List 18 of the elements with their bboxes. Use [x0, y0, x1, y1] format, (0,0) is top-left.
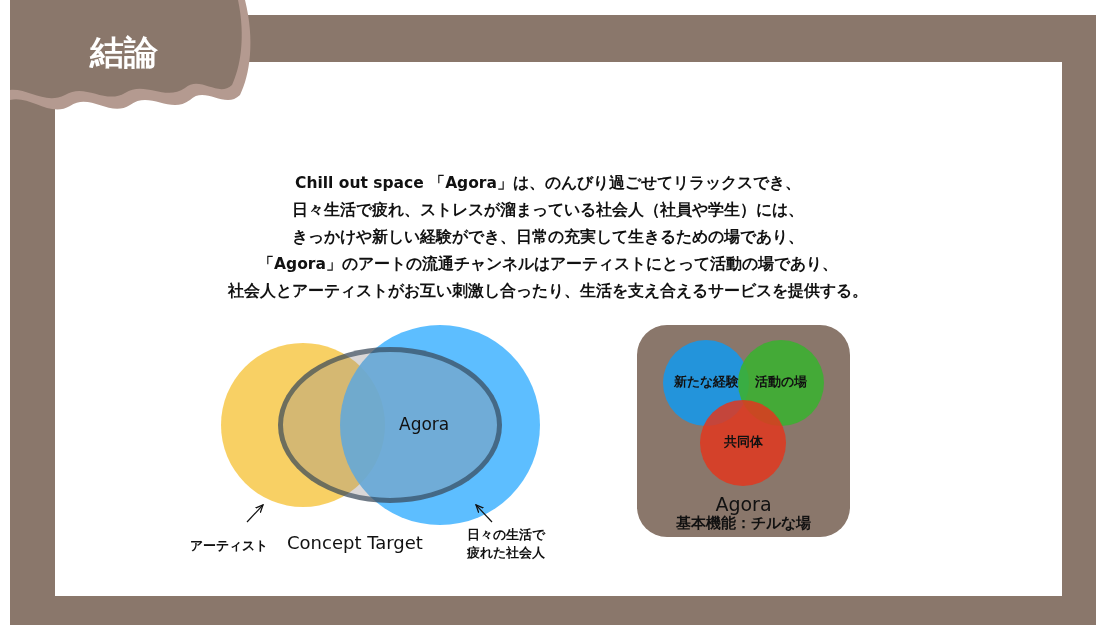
text-line: 日々生活で疲れ、ストレスが溜まっている社会人（社員や学生）には、: [291, 200, 805, 221]
text-line: きっかけや新しい経験ができ、日常の充実して生きるための場であり、: [291, 227, 805, 248]
panel-title: Agora: [714, 493, 773, 515]
leader-arrow: [475, 504, 493, 523]
venn-label: アーティスト: [188, 537, 270, 555]
text-line: Chill out space 「Agora」は、のんびり過ごせてリラックスでき、: [294, 173, 802, 194]
text-line: 「Agora」のアートの流通チャンネルはアーティストにとって活動の場であり、: [257, 254, 839, 275]
text-line: 社会人とアーティストがお互い刺激し合ったり、生活を支え合えるサービスを提供する。: [227, 281, 869, 302]
circle-label: 新たな経験: [672, 374, 740, 391]
circle-label: 共同体: [722, 434, 764, 451]
venn-label: 日々の生活で疲れた社会人: [467, 526, 545, 562]
slide-title: 結論: [90, 31, 158, 74]
circle-label: 活動の場: [754, 374, 808, 391]
venn-caption: Concept Target: [287, 532, 423, 553]
panel-subtitle: 基本機能：チルな場: [675, 514, 812, 533]
leader-arrow: [246, 504, 264, 523]
feature-panel: [637, 325, 850, 537]
venn-label: Agora: [399, 414, 450, 434]
